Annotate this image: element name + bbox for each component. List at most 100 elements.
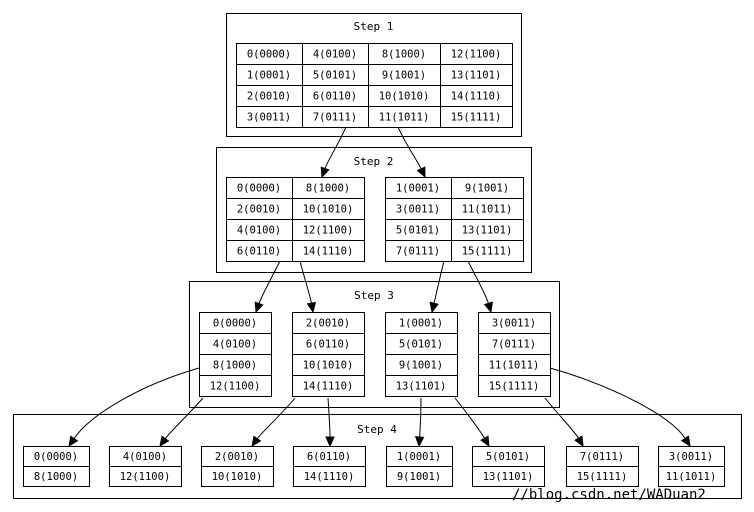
table-cell: 1(0001) (247, 70, 291, 82)
edge-9 (256, 397, 296, 439)
step-3-table-4: 3(0011) 7(0111) 11(1011) 15(1111) (478, 312, 551, 397)
edge-2 (397, 126, 422, 170)
step-4-table-5: 1(0001)9(1001) (386, 446, 453, 487)
table-cell: 10(1010) (303, 360, 354, 372)
table-cell: 15(1111) (462, 246, 513, 258)
table-cell: 3(0011) (492, 318, 536, 330)
watermark: //blog.csdn.net/WADuan2 (512, 487, 706, 503)
table-cell: 9(1001) (397, 471, 441, 483)
arrowhead-10 (325, 436, 335, 448)
edge-10 (327, 397, 331, 438)
step-4-table-7: 7(0111) 15(1111) (566, 446, 639, 487)
arrowhead-12 (480, 435, 490, 448)
step-frame-4 (13, 414, 742, 499)
table-cell: 2(0010) (247, 91, 291, 103)
table-cell: 2(0010) (215, 451, 259, 463)
table-cell: 12(1100) (120, 471, 171, 483)
arrowhead-8 (159, 435, 170, 448)
table-cell: 8(1000) (382, 49, 426, 61)
arrowhead-5 (429, 301, 439, 314)
step-4-table-6: 5(0101)13(1101) (472, 446, 545, 487)
table-cell: 14(1110) (303, 381, 354, 393)
table-cell: 9(1001) (399, 360, 443, 372)
table-cell: 5(0101) (313, 70, 357, 82)
table-cell: 8(1000) (306, 183, 350, 195)
table-cell: 2(0010) (306, 318, 350, 330)
table-cell: 12(1100) (210, 381, 261, 393)
table-cell: 7(0111) (580, 451, 624, 463)
table-cell: 11(1011) (666, 471, 717, 483)
step-title-2: Step 2 (354, 155, 394, 168)
edge-12 (454, 397, 485, 439)
step-4-table-2: 4(0100) 12(1100) (109, 446, 182, 487)
step-title-3: Step 3 (354, 289, 394, 302)
step-frame-1 (226, 13, 522, 137)
edges (68, 126, 691, 448)
arrowhead-7 (68, 435, 79, 448)
step-3-table-3: 1(0001) 5(0101) 9(1001) 13(1101) (385, 312, 458, 397)
table-cell: 6(0110) (313, 91, 357, 103)
table-cell: 4(0100) (213, 339, 257, 351)
step-2-table-1: 0(0000)2(0010)4(0100)6(0110)8(1000)10(10… (226, 177, 365, 262)
table-cell: 7(0111) (313, 112, 357, 124)
step-title-1: Step 1 (354, 20, 394, 33)
table-cell: 10(1010) (303, 204, 354, 216)
arrowhead-13 (574, 435, 584, 448)
table-cell: 12(1100) (451, 49, 502, 61)
table-cell: 1(0001) (399, 318, 443, 330)
step-3-table-2: 2(0010) 6(0110) 10(1010) 14(1110) (292, 312, 365, 397)
table-cell: 6(0110) (237, 246, 281, 258)
table-cell: 5(0101) (396, 225, 440, 237)
table-cell: 15(1111) (489, 381, 540, 393)
step-frame-3 (189, 281, 560, 408)
table-cell: 1(0001) (396, 183, 440, 195)
arrowhead-11 (414, 436, 425, 448)
edge-1 (324, 126, 347, 169)
edge-14 (549, 367, 686, 439)
table-cell: 15(1111) (577, 471, 628, 483)
table-cell: 4(0100) (123, 451, 167, 463)
step-title-4: Step 4 (357, 423, 397, 436)
step-4-table-8: 3(0011) 11(1011) (658, 446, 725, 487)
edge-4 (299, 260, 312, 304)
table-cell: 6(0110) (306, 339, 350, 351)
edge-11 (419, 397, 422, 438)
edge-6 (467, 260, 489, 304)
step-frame-2 (216, 147, 532, 273)
table-cell: 0(0000) (247, 49, 291, 61)
table-cell: 14(1110) (303, 246, 354, 258)
table-cell: 0(0000) (34, 451, 78, 463)
table-cell: 0(0000) (213, 318, 257, 330)
step-frames: Step 1 Step 2 Step 3 Step 4 (13, 13, 742, 499)
table-cell: 9(1001) (465, 183, 509, 195)
step-4-table-1: 0(0000)8(1000) (23, 446, 90, 487)
table-cell: 15(1111) (451, 112, 502, 124)
table-cell: 8(1000) (213, 360, 257, 372)
arrowhead-1 (320, 166, 330, 179)
table-cell: 11(1011) (379, 112, 430, 124)
table-cell: 12(1100) (303, 225, 354, 237)
table-cell: 13(1101) (396, 381, 447, 393)
table-cell: 11(1011) (489, 360, 540, 372)
table-cell: 5(0101) (399, 339, 443, 351)
table-cell: 9(1001) (382, 70, 426, 82)
tables: 0(0000) 1(0001) 2(0010) 3(0011) 4(0100) 5(010… (23, 43, 725, 487)
edge-8 (164, 397, 204, 439)
edge-3 (258, 260, 281, 304)
table-cell: 14(1110) (304, 471, 355, 483)
table-cell: 7(0111) (492, 339, 536, 351)
step-3-table-1: 0(0000) 4(0100) 8(1000) 12(1100) (199, 312, 272, 397)
arrowhead-3 (254, 301, 264, 314)
step-4-table-3: 2(0010) 10(1010) (201, 446, 274, 487)
table-cell: 4(0100) (237, 225, 281, 237)
table-cell: 3(0011) (396, 204, 440, 216)
table-cell: 5(0101) (486, 451, 530, 463)
arrowhead-9 (251, 435, 262, 448)
table-cell: 10(1010) (212, 471, 263, 483)
step-4-table-4: 6(0110)14(1110) (293, 446, 366, 487)
table-cell: 10(1010) (379, 91, 430, 103)
arrowhead-4 (306, 301, 317, 314)
arrowhead-2 (416, 166, 426, 179)
table-cell: 3(0011) (669, 451, 713, 463)
